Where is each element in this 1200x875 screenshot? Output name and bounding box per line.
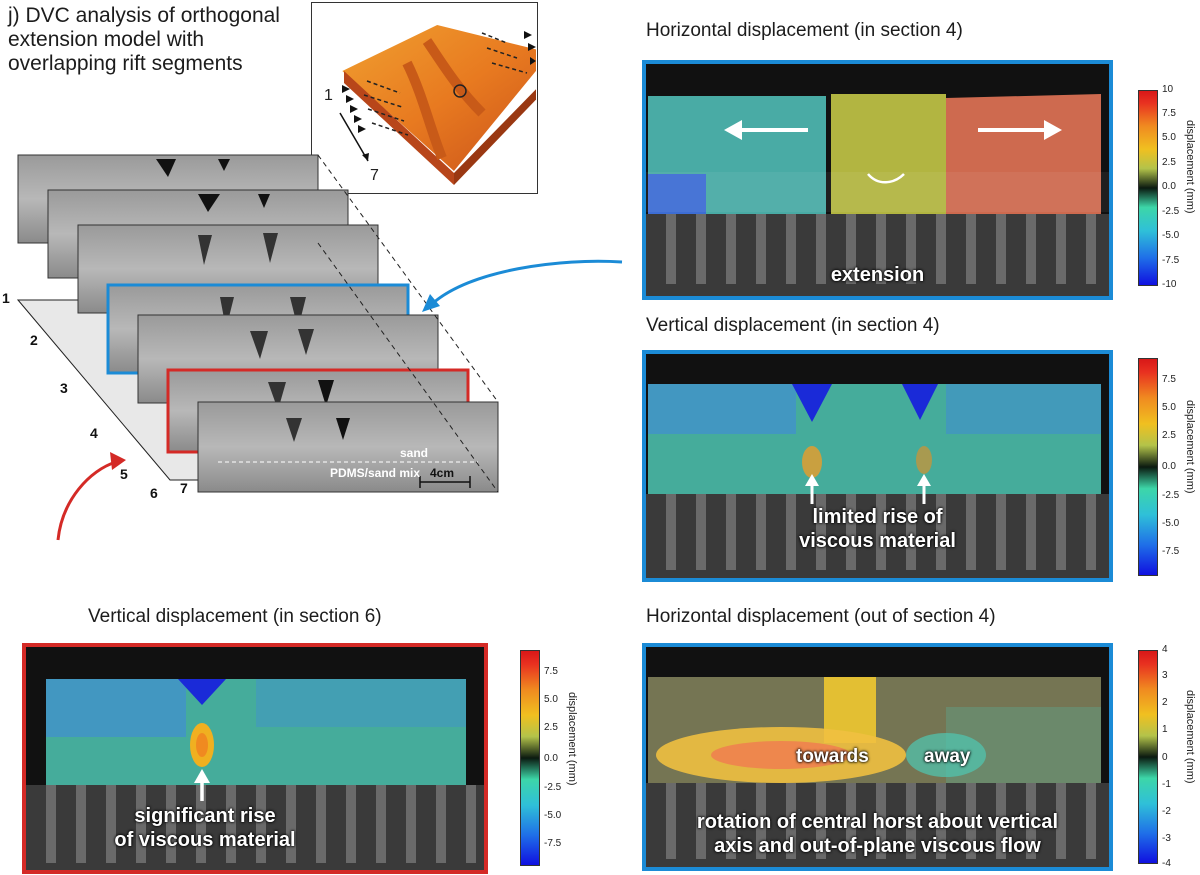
colorbar-vertical-in6-tick: 5.0: [544, 694, 558, 705]
limited-rise-label-line2: viscous material: [799, 530, 956, 552]
pdms-sand-mix-label: PDMS/sand mix: [330, 466, 421, 480]
rotation-label-line1: rotation of central horst about vertical: [696, 811, 1059, 833]
extension-label: extension: [830, 264, 925, 286]
colorbar-horizontal-out4-unit: displacement (mm): [1184, 690, 1196, 784]
limited-rise-label-line1: limited rise of: [812, 506, 943, 528]
colorbar-horizontal-in4-tick: 2.5: [1162, 157, 1176, 168]
panel-horizontal-in4: extension: [642, 60, 1113, 300]
section-number-3: 3: [60, 380, 68, 396]
colorbar-vertical-in6-tick: -5.0: [544, 810, 562, 821]
serial-section-block: 1 2 3 4 5 6 7 sand PDMS/sand mix 4cm: [0, 140, 500, 501]
section-number-1: 1: [2, 290, 10, 306]
colorbar-horizontal-in4-tick: -10: [1162, 279, 1177, 290]
colorbar-horizontal-out4-tick: -2: [1162, 806, 1171, 817]
towards-label: towards: [796, 746, 869, 767]
colorbar-vertical-in6: [520, 650, 540, 866]
colorbar-horizontal-in4-tick: 5.0: [1162, 132, 1176, 143]
colorbar-horizontal-in4: [1138, 90, 1158, 286]
colorbar-vertical-in4-tick: -5.0: [1162, 518, 1180, 529]
colorbar-vertical-in4-tick: -2.5: [1162, 490, 1180, 501]
section-number-5: 5: [120, 466, 128, 482]
panel-horizontal-out4: towards away rotation of central horst a…: [642, 643, 1113, 871]
vertical-in6-arrow: [194, 769, 210, 801]
panel-vertical-in4: limited rise of viscous material: [642, 350, 1113, 582]
panel-title-horizontal-out4: Horizontal displacement (out of section …: [646, 606, 996, 627]
section-number-6: 6: [150, 485, 158, 501]
colorbar-vertical-in4-unit: displacement (mm): [1184, 400, 1196, 494]
serial-section-graphic: [16, 154, 499, 493]
sand-label: sand: [400, 446, 429, 460]
scale-bar-label: 4cm: [430, 466, 455, 480]
significant-rise-label-line1: significant rise: [134, 805, 276, 827]
section-number-2: 2: [30, 332, 38, 348]
panel-vertical-in6: significant rise of viscous material: [22, 643, 488, 874]
horizontal-out4-field: [646, 647, 1109, 867]
section-number-4: 4: [90, 425, 98, 441]
colorbar-horizontal-in4-tick: 7.5: [1162, 108, 1176, 119]
vertical-in4-arrows: [805, 474, 931, 504]
colorbar-horizontal-in4-unit: displacement (mm): [1184, 120, 1196, 214]
colorbar-horizontal-out4-tick: -1: [1162, 779, 1171, 790]
significant-rise-label-line2: of viscous material: [114, 829, 296, 851]
colorbar-vertical-in4: [1138, 358, 1158, 576]
horizontal-in4-arrows: [724, 120, 1062, 184]
colorbar-vertical-in6-unit: displacement (mm): [566, 692, 578, 786]
colorbar-vertical-in6-tick: -7.5: [544, 838, 562, 849]
vertical-in6-field: [26, 647, 484, 870]
colorbar-vertical-in4-tick: 0.0: [1162, 461, 1176, 472]
colorbar-horizontal-out4-tick: 3: [1162, 670, 1168, 681]
rotation-label-line2: axis and out-of-plane viscous flow: [714, 835, 1041, 857]
colorbar-horizontal-out4-tick: 1: [1162, 724, 1168, 735]
colorbar-horizontal-out4: [1138, 650, 1158, 864]
colorbar-vertical-in4-tick: 5.0: [1162, 402, 1176, 413]
colorbar-horizontal-out4-tick: -4: [1162, 858, 1171, 869]
inset-3d-model: 1 7: [311, 2, 551, 194]
colorbar-vertical-in4-tick: 7.5: [1162, 374, 1176, 385]
colorbar-vertical-in6-tick: 0.0: [544, 753, 558, 764]
colorbar-horizontal-out4-tick: 2: [1162, 697, 1168, 708]
colorbar-vertical-in6-tick: 2.5: [544, 722, 558, 733]
colorbar-vertical-in4-tick: 2.5: [1162, 430, 1176, 441]
section-number-7: 7: [180, 480, 188, 496]
colorbar-horizontal-in4-tick: 0.0: [1162, 181, 1176, 192]
away-label: away: [924, 746, 971, 767]
inset-label-end: 7: [370, 167, 379, 184]
inset-label-start: 1: [324, 87, 333, 104]
panel-title-vertical-in6: Vertical displacement (in section 6): [88, 606, 382, 627]
colorbar-horizontal-out4-tick: -3: [1162, 833, 1171, 844]
colorbar-horizontal-in4-tick: -7.5: [1162, 255, 1180, 266]
colorbar-horizontal-in4-tick: -2.5: [1162, 206, 1180, 217]
colorbar-horizontal-out4-tick: 4: [1162, 644, 1168, 655]
figure-title: j) DVC analysis of orthogonal extension …: [8, 4, 280, 75]
colorbar-vertical-in6-tick: 7.5: [544, 666, 558, 677]
vertical-in4-field: [646, 354, 1109, 578]
colorbar-vertical-in6-tick: -2.5: [544, 782, 562, 793]
colorbar-horizontal-out4-tick: 0: [1162, 752, 1168, 763]
colorbar-vertical-in4-tick: -7.5: [1162, 546, 1180, 557]
panel-title-vertical-in4: Vertical displacement (in section 4): [646, 315, 940, 336]
inset-3d-model-graphic: [339, 25, 551, 185]
panel-title-horizontal-in4: Horizontal displacement (in section 4): [646, 20, 963, 41]
colorbar-horizontal-in4-tick: 10: [1162, 84, 1174, 95]
colorbar-horizontal-in4-tick: -5.0: [1162, 230, 1180, 241]
